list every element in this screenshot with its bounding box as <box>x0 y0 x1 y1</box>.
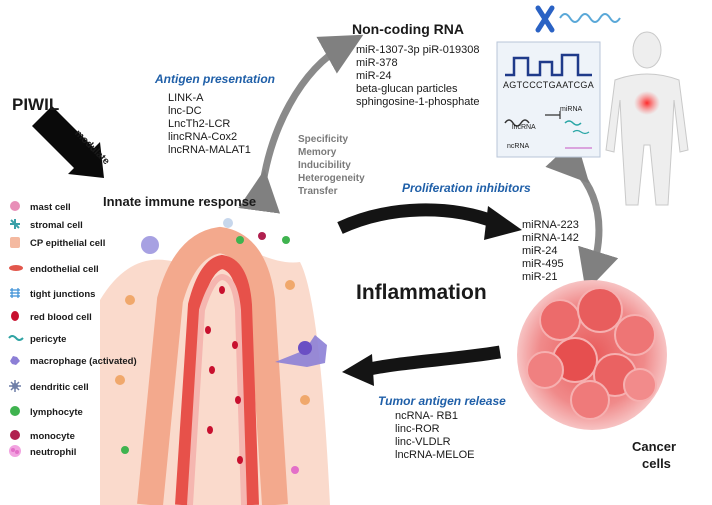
chromosome-icon <box>535 5 621 33</box>
list-item: Transfer <box>298 186 338 197</box>
list-item: sphingosine-1-phosphate <box>356 96 480 108</box>
proliferation-title: Proliferation inhibitors <box>402 181 531 195</box>
legend-item: pericyte <box>8 331 66 347</box>
legend-item: lymphocyte <box>8 404 83 420</box>
cancer-cells-label: Cancer cells <box>632 438 676 472</box>
curved-arrow-right <box>545 138 619 293</box>
black-arrow-right <box>337 203 522 240</box>
list-item: lncRNA-MALAT1 <box>168 144 251 156</box>
pericyte-icon <box>8 332 24 346</box>
legend-label: mast cell <box>30 201 71 213</box>
legend-item: red blood cell <box>8 309 92 325</box>
belly-inflammation <box>634 91 660 115</box>
legend-item: monocyte <box>8 428 75 444</box>
list-item: LncTh2-LCR <box>168 118 231 130</box>
legend-item: endothelial cell <box>8 261 99 277</box>
villus-tissue <box>100 218 330 505</box>
tight-junction-icon <box>8 287 24 301</box>
legend-item: mast cell <box>8 199 71 215</box>
list-item: linc-VLDLR <box>395 436 451 448</box>
epithelial-cell-icon <box>8 236 24 250</box>
human-figure <box>605 31 689 206</box>
tumor-list: ncRNA- RB1 linc-ROR linc-VLDLR lncRNA-ME… <box>395 410 474 462</box>
piwil-arrow <box>32 106 104 178</box>
antigen-presentation-title: Antigen presentation <box>155 72 276 86</box>
list-item: miR-24 <box>356 70 392 82</box>
legend-label: endothelial cell <box>30 263 99 275</box>
list-item: miRNA-223 <box>522 219 579 231</box>
legend-label: monocyte <box>30 430 75 442</box>
list-item: miRNA-142 <box>522 232 579 244</box>
cancer-cluster <box>517 280 667 430</box>
legend-item: neutrophil <box>8 444 76 460</box>
legend-label: pericyte <box>30 333 67 345</box>
legend-item: tight junctions <box>8 286 95 302</box>
memory-traits-list: Specificity Memory Inducibility Heteroge… <box>298 133 365 198</box>
list-item: Memory <box>298 147 337 158</box>
innate-title: Innate immune response <box>103 194 257 209</box>
rna-ncrna-label: ncRNA <box>507 143 530 150</box>
piwil-label: PIWIL <box>12 95 60 114</box>
legend-item: CP epithelial cell <box>8 235 105 251</box>
legend-label: red blood cell <box>30 311 92 323</box>
neutrophil-icon <box>8 445 24 459</box>
black-arrow-left <box>342 345 502 386</box>
rna-sequence: AGTCCCTGAATCGA <box>503 80 595 90</box>
legend-label: lymphocyte <box>30 406 83 418</box>
list-item: miR-21 <box>522 271 558 283</box>
list-item: Specificity <box>298 134 349 145</box>
dendritic-cell-icon <box>8 380 24 394</box>
list-item: miR-378 <box>356 57 398 69</box>
red-blood-cell-icon <box>8 310 24 324</box>
tumor-title: Tumor antigen release <box>378 394 506 408</box>
rna-lncrna-label: lncRNA <box>512 124 536 131</box>
list-item: miR-24 <box>522 245 558 257</box>
legend-item: stromal cell <box>8 217 83 233</box>
stromal-cell-icon <box>8 218 24 232</box>
list-item: linc-ROR <box>395 423 440 435</box>
legend-label: neutrophil <box>30 446 77 458</box>
legend-label: tight junctions <box>30 288 96 300</box>
monocyte-icon <box>8 429 24 443</box>
legend-item: macrophage (activated) <box>8 353 137 369</box>
list-item: miR-1307-3p piR-019308 <box>356 44 480 56</box>
list-item: miR-495 <box>522 258 564 270</box>
list-item: LINK-A <box>168 92 204 104</box>
legend-label: dendritic cell <box>30 381 89 393</box>
proliferation-list: miRNA-223 miRNA-142 miR-24 miR-495 miR-2… <box>522 219 579 284</box>
list-item: Inducibility <box>298 160 351 171</box>
list-item: lncRNA-MELOE <box>395 449 475 461</box>
antigen-presentation-list: LINK-A lnc-DC LncTh2-LCR lincRNA-Cox2 ln… <box>168 92 251 157</box>
list-item: ncRNA- RB1 <box>395 410 458 422</box>
legend-label: stromal cell <box>30 219 83 231</box>
list-item: beta-glucan particles <box>356 83 458 95</box>
rna-box <box>496 41 601 158</box>
list-item: Heterogeneity <box>298 173 365 184</box>
noncoding-title: Non-coding RNA <box>352 21 464 37</box>
legend-item: dendritic cell <box>8 379 89 395</box>
curved-arrow-antigen <box>238 34 364 214</box>
legend-label: macrophage (activated) <box>30 355 137 367</box>
inflammation-label: Inflammation <box>356 281 487 304</box>
cancer-label-line2: cells <box>642 456 671 471</box>
noncoding-list: miR-1307-3p piR-019308 miR-378 miR-24 be… <box>356 44 480 109</box>
list-item: lnc-DC <box>168 105 202 117</box>
endothelial-cell-icon <box>8 262 24 276</box>
macrophage-icon <box>8 354 24 368</box>
lymphocyte-icon <box>8 405 24 419</box>
list-item: lincRNA-Cox2 <box>168 131 238 143</box>
mast-cell-icon <box>8 200 24 214</box>
rna-mirna-label: miRNA <box>560 106 583 113</box>
legend-label: CP epithelial cell <box>30 237 106 249</box>
cancer-label-line1: Cancer <box>632 439 677 454</box>
